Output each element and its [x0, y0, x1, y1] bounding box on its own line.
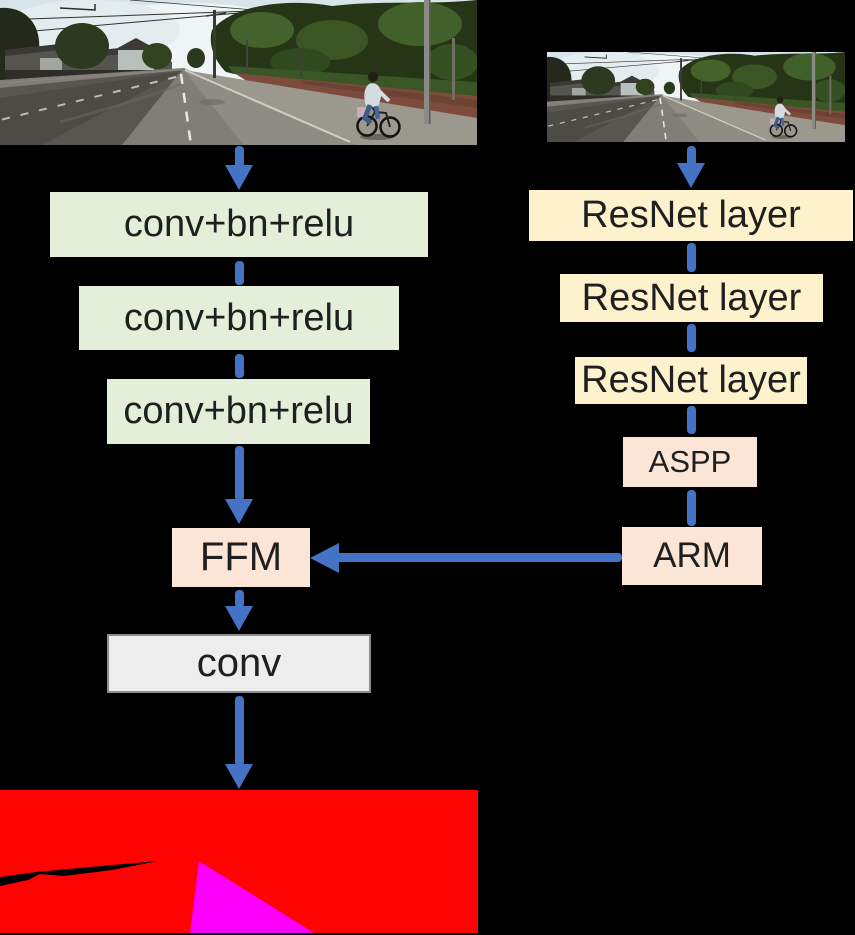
arrow-input-to-conv1 — [234, 146, 244, 170]
arrow-conv3-to-ffm — [234, 446, 244, 501]
node-resnet-2: ResNet layer — [560, 274, 823, 322]
arrow-conv3-to-ffm-head — [225, 499, 253, 524]
node-conv-head-label: conv — [196, 641, 282, 685]
node-conv-bn-relu-3: conv+bn+relu — [107, 379, 370, 444]
input-photo-small — [547, 52, 845, 142]
connector-conv1-conv2 — [234, 261, 244, 285]
connector-aspp-arm — [686, 490, 696, 526]
node-conv-bn-relu-3-label: conv+bn+relu — [123, 390, 354, 432]
arrow-arm-to-ffm — [335, 553, 622, 562]
seg-sidewalk-region — [190, 861, 314, 933]
node-conv-bn-relu-2-label: conv+bn+relu — [123, 296, 355, 339]
connector-resnet1-resnet2 — [686, 243, 696, 272]
node-resnet-1-label: ResNet layer — [581, 194, 801, 236]
arrow-arm-to-ffm-head — [310, 542, 339, 573]
connector-conv2-conv3 — [234, 354, 244, 378]
arrow-conv-to-output-head — [225, 764, 253, 789]
seg-ignore-region — [0, 861, 158, 886]
input-photo-large — [0, 0, 477, 145]
arrow-ffm-to-conv-head — [225, 606, 253, 631]
node-conv-head: conv — [107, 634, 371, 693]
arrow-input-to-resnet1 — [686, 146, 696, 168]
arrow-conv-to-output — [234, 696, 244, 766]
node-ffm: FFM — [172, 528, 310, 587]
node-resnet-1: ResNet layer — [529, 190, 853, 241]
connector-resnet2-resnet3 — [686, 324, 696, 352]
node-aspp: ASPP — [623, 437, 757, 487]
node-arm-label: ARM — [653, 536, 731, 575]
node-aspp-label: ASPP — [648, 444, 732, 479]
node-conv-bn-relu-1: conv+bn+relu — [50, 192, 428, 257]
connector-resnet3-aspp — [686, 406, 696, 434]
node-arm: ARM — [622, 527, 762, 585]
node-conv-bn-relu-2: conv+bn+relu — [79, 286, 399, 350]
node-resnet-3-label: ResNet layer — [581, 359, 801, 401]
arrow-input-to-conv1-head — [225, 165, 253, 190]
arrow-ffm-to-conv — [234, 590, 244, 608]
node-conv-bn-relu-1-label: conv+bn+relu — [123, 203, 355, 245]
arrow-input-to-resnet1-head — [677, 163, 705, 188]
node-resnet-2-label: ResNet layer — [581, 276, 802, 319]
node-resnet-3: ResNet layer — [575, 357, 807, 404]
segmentation-output-image — [0, 790, 478, 933]
node-ffm-label: FFM — [199, 535, 283, 579]
